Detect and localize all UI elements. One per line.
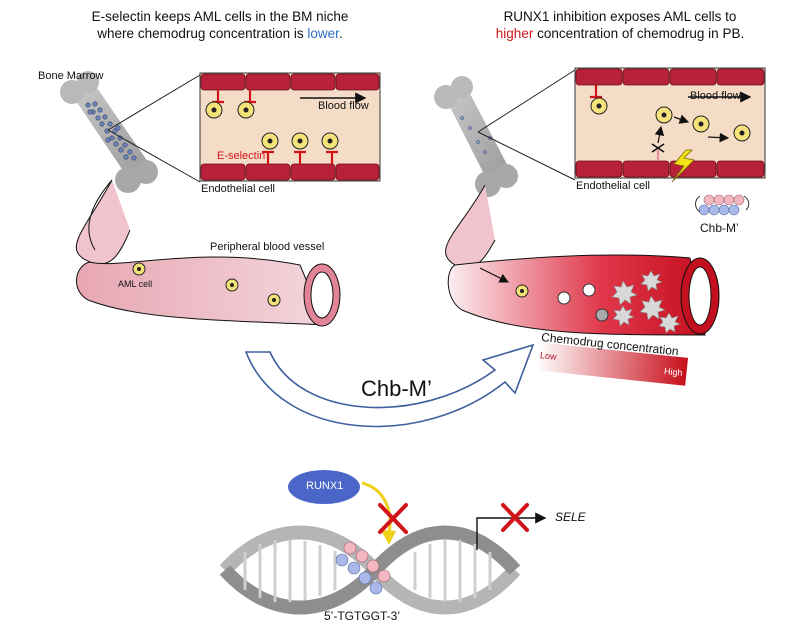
vessel-zoom-left (199, 72, 381, 182)
transcription-start-arrow (476, 512, 547, 550)
higher-highlight: higher (495, 26, 534, 41)
vessel-zoom-right (574, 67, 766, 183)
right-caption-line1: RUNX1 inhibition exposes AML cells to (503, 9, 737, 24)
dna-helix (219, 525, 521, 615)
chb-m-molecule-right (695, 194, 750, 216)
blood-flow-label-right: Blood flow (690, 90, 741, 102)
low-label: Low (539, 350, 557, 362)
block-x-transcription (501, 503, 529, 532)
left-caption-line1: E-selectin keeps AML cells in the BM nic… (91, 9, 349, 24)
sele-gene-label: SELE (555, 510, 586, 524)
concentration-gradient-bar (535, 342, 689, 386)
left-caption: E-selectin keeps AML cells in the BM nic… (60, 8, 380, 42)
bone-marrow-left (60, 71, 158, 193)
peripheral-vessel-left (76, 256, 341, 327)
bone-marrow-label: Bone Marrow (38, 70, 104, 82)
endothelial-cell-label-left: Endothelial cell (201, 183, 275, 195)
right-caption-line2: higher concentration of chemodrug in PB. (495, 26, 745, 41)
transition-arrow (244, 343, 535, 428)
runx1-label: RUNX1 (306, 480, 344, 492)
dna-sequence-label: 5’-TGTGGT-3’ (324, 609, 401, 623)
endothelial-cell-label-right: Endothelial cell (576, 180, 650, 192)
e-selectin-label: E-selectin (217, 150, 266, 162)
left-caption-line2: where chemodrug concentration is lower. (97, 26, 343, 41)
right-caption: RUNX1 inhibition exposes AML cells to hi… (460, 8, 780, 42)
runx1-binding-arrow (361, 481, 392, 536)
lower-highlight: lower (307, 26, 339, 41)
runx1-protein (288, 470, 360, 504)
high-label: High (663, 366, 683, 378)
chb-m-center-label: Chb-M’ (361, 376, 432, 401)
chb-m-label-right: Chb-M’ (700, 221, 739, 235)
aml-cell-label: AML cell (118, 279, 153, 289)
blood-flow-label-left: Blood flow (318, 100, 369, 112)
block-x-binding (378, 503, 408, 534)
peripheral-vessel-right (447, 254, 720, 336)
peripheral-vessel-label: Peripheral blood vessel (210, 241, 325, 253)
bone-marrow-right (434, 76, 518, 197)
